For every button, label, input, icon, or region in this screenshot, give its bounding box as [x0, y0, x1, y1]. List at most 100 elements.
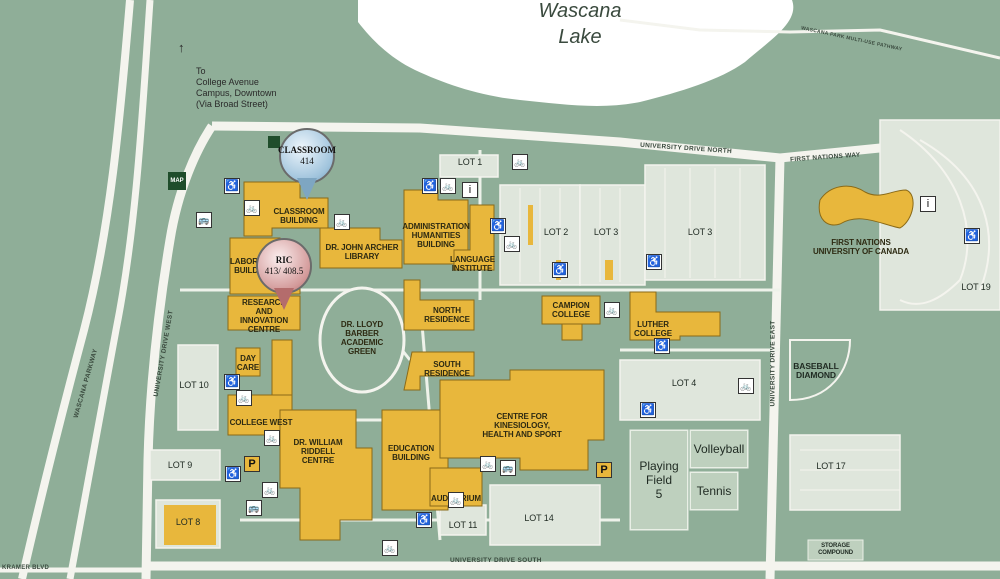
marker-classroom[interactable]: CLASSROOM 414: [278, 128, 337, 200]
storage-compound-label: STORAGE COMPOUND: [818, 543, 853, 556]
volleyball-court: Volleyball: [690, 430, 748, 468]
marker-classroom-tip: [297, 178, 317, 200]
academic-green-oval: [318, 286, 406, 394]
playing-field-5: Playing Field 5: [630, 430, 688, 530]
lot-11-label: LOT 11: [448, 520, 478, 530]
wascana-parkway-road-2: [66, 0, 154, 579]
parking-lots: [149, 119, 1000, 549]
university-drive-east-road: [765, 157, 785, 579]
building-college-west[interactable]: COLLEGE WEST: [229, 418, 293, 427]
marker-ric-tip: [274, 288, 294, 310]
building-riddell-centre[interactable]: DR. WILLIAM RIDDELL CENTRE: [293, 438, 343, 465]
building-first-nations[interactable]: FIRST NATIONS UNIVERSITY OF CANADA: [812, 238, 910, 256]
directions-text: To College Avenue Campus, Downtown (Via …: [196, 66, 277, 109]
accessible-icon: ♿: [640, 402, 656, 418]
lot-8-label: LOT 8: [175, 517, 201, 527]
lake-name-line2: Lake: [558, 26, 602, 48]
building-luther-college[interactable]: LUTHER COLLEGE: [634, 320, 672, 338]
building-education[interactable]: EDUCATION BUILDING: [387, 444, 435, 462]
building-daycare[interactable]: DAY CARE: [236, 354, 260, 372]
bike-icon: 🚲: [512, 154, 528, 170]
info-icon: i: [462, 182, 478, 198]
baseball-diamond-shape: [789, 339, 852, 402]
info-icon: i: [920, 196, 936, 212]
building-kinesiology[interactable]: CENTRE FOR KINESIOLOGY, HEALTH AND SPORT: [482, 412, 562, 439]
marker-classroom-head: CLASSROOM 414: [278, 128, 337, 184]
accessible-icon: ♿: [225, 466, 241, 482]
lot-10-label: LOT 10: [179, 380, 209, 390]
marker-ric-room: 413/ 408.5: [264, 266, 304, 276]
map-sign: MAP: [168, 172, 186, 190]
lot-stripes: [519, 168, 900, 491]
bus-icon: 🚌: [500, 460, 516, 476]
bike-icon: 🚲: [244, 200, 260, 216]
accessible-icon: ♿: [224, 178, 240, 194]
lake-name-line1: Wascana: [538, 0, 622, 22]
road-university-drive-east: UNIVERSITY DRIVE EAST: [769, 320, 777, 407]
accessible-icon: ♿: [416, 512, 432, 528]
lot-2-label: LOT 2: [543, 227, 569, 237]
bike-icon: 🚲: [738, 378, 754, 394]
wascana-lake: [358, 0, 794, 106]
accessible-icon: ♿: [964, 228, 980, 244]
building-admin-humanities[interactable]: ADMINISTRATION HUMANITIES BUILDING: [402, 222, 470, 249]
lot-14-label: LOT 14: [524, 513, 554, 523]
wascana-parkway-road: [18, 0, 134, 579]
baseball-diamond-label: BASEBALL DIAMOND: [793, 361, 839, 380]
map-flag-icon: [268, 136, 280, 148]
bus-icon: 🚌: [246, 500, 262, 516]
arrow-up-icon: ↑: [178, 40, 185, 55]
building-classroom[interactable]: CLASSROOM BUILDING: [273, 207, 325, 225]
parking-icon: P: [596, 462, 612, 478]
building-campion-college[interactable]: CAMPION COLLEGE: [552, 301, 590, 319]
academic-green-label: DR. LLOYD BARBER ACADEMIC GREEN: [340, 320, 384, 356]
bike-icon: 🚲: [382, 540, 398, 556]
marker-classroom-room: 414: [300, 156, 314, 166]
multi-use-pathway: [619, 18, 1000, 60]
bike-icon: 🚲: [448, 492, 464, 508]
lake-name: Wascana Lake: [520, 0, 640, 50]
lot-3a-label: LOT 3: [593, 227, 619, 237]
map-sign-label: MAP: [170, 178, 184, 184]
parking-icon: P: [244, 456, 260, 472]
tennis-court: Tennis: [690, 472, 738, 510]
accessible-icon: ♿: [422, 178, 438, 194]
accessible-icon: ♿: [552, 262, 568, 278]
buildings-shapes: [227, 181, 914, 541]
building-research-innovation-centre[interactable]: RESEARCH AND INNOVATION CENTRE: [239, 298, 289, 334]
lot-9-label: LOT 9: [167, 460, 193, 470]
building-language-institute[interactable]: LANGUAGE INSTITUTE: [450, 255, 495, 273]
marker-classroom-title: CLASSROOM: [278, 145, 337, 155]
lot-yellow-markers: [164, 205, 613, 545]
bike-icon: 🚲: [504, 236, 520, 252]
lot-19-label: LOT 19: [961, 282, 991, 292]
accessible-icon: ♿: [490, 218, 506, 234]
marker-ric[interactable]: RIC 413/ 408.5: [256, 238, 312, 310]
road-kramer-blvd: KRAMER BLVD: [2, 565, 50, 571]
first-nations-loop: [899, 129, 991, 305]
lot-1-label: LOT 1: [457, 157, 483, 167]
accessible-icon: ♿: [654, 338, 670, 354]
lot-17-label: LOT 17: [816, 461, 846, 471]
building-north-residence[interactable]: NORTH RESIDENCE: [424, 306, 470, 324]
marker-ric-title: RIC: [275, 255, 293, 265]
marker-ric-head: RIC 413/ 408.5: [256, 238, 312, 294]
bike-icon: 🚲: [262, 482, 278, 498]
directions-note: ↑ To College Avenue Campus, Downtown (Vi…: [178, 40, 277, 121]
bike-icon: 🚲: [440, 178, 456, 194]
bus-icon: 🚌: [196, 212, 212, 228]
bike-icon: 🚲: [604, 302, 620, 318]
lot-4-label: LOT 4: [671, 378, 697, 388]
bike-icon: 🚲: [264, 430, 280, 446]
university-drive-west-road: [141, 123, 216, 579]
bike-icon: 🚲: [480, 456, 496, 472]
accessible-icon: ♿: [646, 254, 662, 270]
bike-icon: 🚲: [334, 214, 350, 230]
bike-icon: 🚲: [236, 390, 252, 406]
road-university-drive-south: UNIVERSITY DRIVE SOUTH: [450, 557, 542, 564]
lot-3b-label: LOT 3: [687, 227, 713, 237]
building-south-residence[interactable]: SOUTH RESIDENCE: [424, 360, 470, 378]
building-archer-library[interactable]: DR. JOHN ARCHER LIBRARY: [325, 243, 399, 261]
